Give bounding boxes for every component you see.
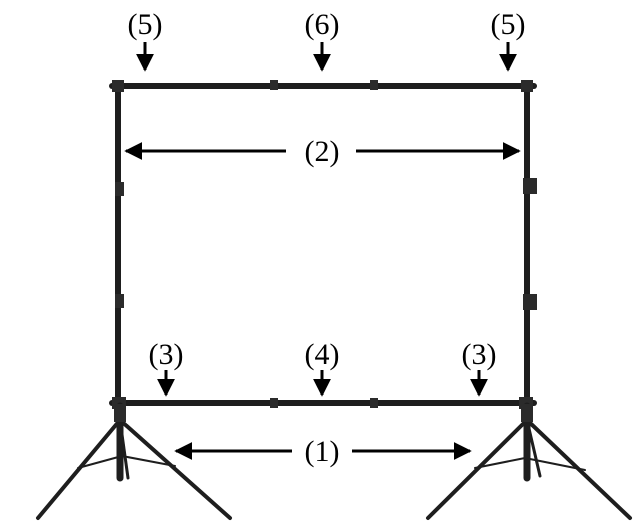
label-bottom-left: (3) (149, 338, 184, 371)
left-clip-upper (115, 182, 124, 196)
right-tripod (426, 402, 632, 520)
left-tripod (36, 402, 232, 520)
left-tripod-head (114, 404, 126, 422)
right-clip-lower (523, 294, 537, 310)
top-joint-left (270, 80, 278, 90)
label-top-right: (5) (491, 8, 526, 41)
corner-top-right (521, 80, 533, 92)
bottom-joint-left (270, 398, 278, 408)
frame (109, 80, 537, 409)
corner-top-left (112, 80, 124, 92)
right-clip-upper (523, 178, 537, 194)
label-bottom-right: (3) (462, 338, 497, 371)
label-width-inner: (2) (305, 135, 340, 168)
left-clip-lower (115, 294, 124, 308)
label-top-left: (5) (128, 8, 163, 41)
label-top-center: (6) (305, 8, 340, 41)
right-tripod-head (521, 404, 533, 422)
top-joint-right (370, 80, 378, 90)
label-bottom-center: (4) (305, 338, 340, 371)
label-base-span: (1) (305, 435, 340, 468)
bottom-joint-right (370, 398, 378, 408)
